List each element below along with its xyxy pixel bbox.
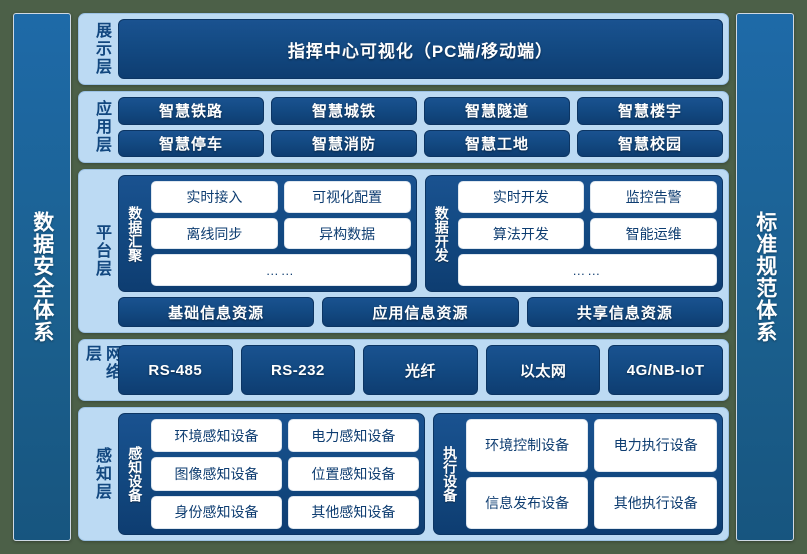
platform-item[interactable]: 可视化配置 [283,181,411,213]
grid-row: 图像感知设备 位置感知设备 [151,457,419,491]
layer-presentation: 展示层 指挥中心可视化（PC端/移动端） [78,13,729,85]
network-item[interactable]: RS-232 [240,345,356,395]
left-pillar-label: 数据安全体系 [30,211,54,343]
platform-item[interactable]: 离线同步 [151,217,278,250]
platform-item[interactable]: 实时开发 [457,181,585,213]
platform-resource-bars: 基础信息资源 应用信息资源 共享信息资源 [118,297,723,327]
group-data-aggregation-grid: 实时接入 可视化配置 离线同步 异构数据 …… [151,181,411,287]
group-data-development-label: 数据开发 [433,205,450,262]
app-item[interactable]: 智慧工地 [424,129,570,157]
app-item[interactable]: 智慧隧道 [424,97,570,125]
group-sensing-devices-label: 感知设备 [127,446,144,502]
app-item[interactable]: 智慧楼宇 [577,97,723,125]
layer-network: 网络层 RS-485 RS-232 光纤 以太网 4G/NB-IoT [78,339,729,401]
grid-row: 离线同步 异构数据 [151,217,411,250]
network-item[interactable]: RS-485 [118,345,233,395]
platform-item-more[interactable]: …… [457,254,717,287]
platform-groups: 数据汇聚 实时接入 可视化配置 离线同步 异构数据 [118,175,723,292]
presentation-command-center-bar[interactable]: 指挥中心可视化（PC端/移动端） [118,19,723,79]
sensing-item[interactable]: 位置感知设备 [287,457,419,491]
group-actuator-devices: 执行设备 环境控制设备 电力执行设备 信息发布设备 其他执行设备 [432,413,723,535]
sensing-item[interactable]: 环境感知设备 [151,419,282,453]
layer-application-body: 智慧铁路 智慧城铁 智慧隧道 智慧楼宇 智慧停车 智慧消防 智慧工地 智慧校园 [118,97,723,157]
grid-row: …… [457,254,717,287]
network-item[interactable]: 以太网 [485,345,601,395]
actuator-item[interactable]: 电力执行设备 [594,419,717,472]
resource-item[interactable]: 共享信息资源 [526,297,723,327]
app-item[interactable]: 智慧校园 [577,129,723,157]
actuator-item[interactable]: 环境控制设备 [465,419,589,472]
perception-groups: 感知设备 环境感知设备 电力感知设备 图像感知设备 位置感知设备 [118,413,723,535]
group-actuator-devices-label: 执行设备 [442,446,459,502]
sensing-item[interactable]: 图像感知设备 [151,457,282,491]
grid-row: 实时开发 监控告警 [457,181,717,213]
grid-row: 算法开发 智能运维 [457,217,717,250]
right-pillar-label: 标准规范体系 [753,211,777,343]
grid-row: 环境感知设备 电力感知设备 [151,419,419,453]
app-item[interactable]: 智慧停车 [118,129,264,157]
platform-item[interactable]: 实时接入 [151,181,278,213]
network-items: RS-485 RS-232 光纤 以太网 4G/NB-IoT [118,345,723,395]
grid-row: 信息发布设备 其他执行设备 [465,476,717,529]
network-item[interactable]: 光纤 [363,345,478,395]
layer-application-label: 应用层 [93,100,110,154]
platform-item[interactable]: 智能运维 [590,217,717,250]
layer-application: 应用层 智慧铁路 智慧城铁 智慧隧道 智慧楼宇 智慧停车 智慧消防 智慧工地 智… [78,91,729,163]
layer-platform-label: 平台层 [93,224,110,278]
group-data-development-grid: 实时开发 监控告警 算法开发 智能运维 …… [457,181,717,287]
resource-item[interactable]: 应用信息资源 [322,297,519,327]
left-pillar-data-security: 数据安全体系 [13,13,71,541]
group-sensing-devices-grid: 环境感知设备 电力感知设备 图像感知设备 位置感知设备 身份感知设备 其他感知设… [151,419,419,529]
layer-platform-body: 数据汇聚 实时接入 可视化配置 离线同步 异构数据 [118,175,723,327]
layer-perception-label: 感知层 [93,447,110,501]
app-item[interactable]: 智慧消防 [271,129,417,157]
sensing-item[interactable]: 其他感知设备 [287,495,419,529]
layer-perception: 感知层 感知设备 环境感知设备 电力感知设备 图像感知设备 [78,407,729,541]
app-item[interactable]: 智慧铁路 [118,97,264,125]
layer-network-body: RS-485 RS-232 光纤 以太网 4G/NB-IoT [118,345,723,395]
actuator-item[interactable]: 其他执行设备 [594,476,717,529]
layer-presentation-body: 指挥中心可视化（PC端/移动端） [118,19,723,79]
group-data-development: 数据开发 实时开发 监控告警 算法开发 智能运维 [424,175,723,292]
group-data-aggregation: 数据汇聚 实时接入 可视化配置 离线同步 异构数据 [118,175,417,292]
right-pillar-standards: 标准规范体系 [736,13,794,541]
resource-item[interactable]: 基础信息资源 [118,297,315,327]
grid-row: 身份感知设备 其他感知设备 [151,495,419,529]
group-sensing-devices: 感知设备 环境感知设备 电力感知设备 图像感知设备 位置感知设备 [118,413,425,535]
platform-item[interactable]: 算法开发 [457,217,585,250]
actuator-item[interactable]: 信息发布设备 [465,476,589,529]
platform-item[interactable]: 监控告警 [590,181,717,213]
application-row-1: 智慧铁路 智慧城铁 智慧隧道 智慧楼宇 [118,97,723,125]
sensing-item[interactable]: 身份感知设备 [151,495,282,529]
platform-item-more[interactable]: …… [151,254,411,287]
layer-presentation-label: 展示层 [93,22,110,76]
application-row-2: 智慧停车 智慧消防 智慧工地 智慧校园 [118,129,723,157]
app-item[interactable]: 智慧城铁 [271,97,417,125]
grid-row: …… [151,254,411,287]
layer-platform: 平台层 数据汇聚 实时接入 可视化配置 离线同步 [78,169,729,333]
platform-item[interactable]: 异构数据 [283,217,411,250]
group-data-aggregation-label: 数据汇聚 [127,205,144,262]
layer-stack: 展示层 指挥中心可视化（PC端/移动端） 应用层 智慧铁路 智慧城铁 智慧隧道 … [78,13,729,541]
grid-row: 实时接入 可视化配置 [151,181,411,213]
layer-perception-body: 感知设备 环境感知设备 电力感知设备 图像感知设备 位置感知设备 [118,413,723,535]
sensing-item[interactable]: 电力感知设备 [287,419,419,453]
architecture-diagram: 数据安全体系 展示层 指挥中心可视化（PC端/移动端） 应用层 智慧铁路 智慧城… [13,13,794,541]
grid-row: 环境控制设备 电力执行设备 [465,419,717,472]
layer-network-label: 网络层 [83,345,120,381]
network-item[interactable]: 4G/NB-IoT [608,345,723,395]
group-actuator-devices-grid: 环境控制设备 电力执行设备 信息发布设备 其他执行设备 [465,419,717,529]
